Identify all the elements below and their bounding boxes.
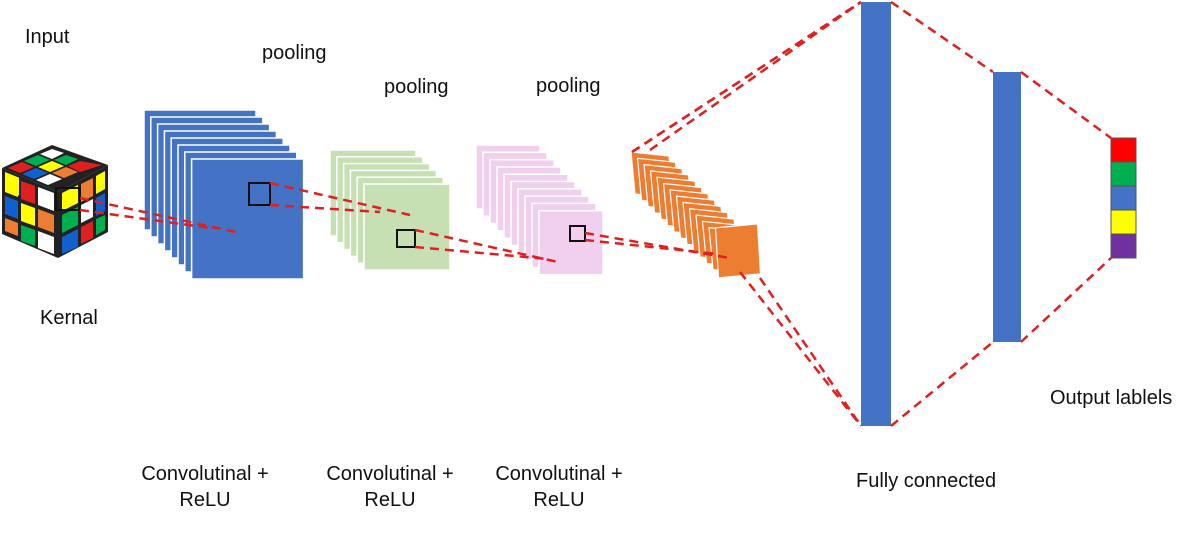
- conv-1-feature-maps: [143, 109, 305, 280]
- conv-relu-label-1-line1: Convolutinal +: [141, 463, 269, 485]
- connector-6: [414, 245, 549, 261]
- pooling-label-3: pooling: [536, 75, 601, 97]
- connector-2: [79, 208, 211, 230]
- connector-11: [649, 0, 862, 152]
- connector-10: [631, 0, 862, 154]
- conv-relu-label-2-line2: ReLU: [364, 489, 416, 511]
- fully-connected-label: Fully connected: [856, 470, 997, 492]
- connector-17: [1020, 257, 1112, 343]
- conv-relu-label-2-line1: Convolutinal +: [326, 463, 454, 485]
- connector-12: [758, 277, 863, 427]
- pool-1-map-6: [363, 183, 451, 271]
- connector-5: [414, 228, 559, 264]
- dashed-connectors: [79, 0, 1112, 427]
- kernel-label: Kernal: [40, 307, 98, 329]
- conv-relu-label-1: Convolutinal + ReLU: [120, 461, 290, 513]
- output-cell-blue: [1110, 185, 1137, 211]
- output-cell-red: [1110, 137, 1137, 163]
- conv-relu-label-3-line1: Convolutinal +: [495, 463, 623, 485]
- conv-1-kernel-square: [248, 182, 271, 206]
- conv-relu-label-1-line2: ReLU: [179, 489, 231, 511]
- conv-relu-label-3: Convolutinal + ReLU: [474, 461, 644, 513]
- pool-1-kernel-square: [396, 229, 416, 248]
- pooling-label-2: pooling: [384, 76, 449, 98]
- fully-connected-layer-2: [993, 72, 1021, 342]
- connector-8: [584, 238, 719, 256]
- connector-13: [739, 271, 862, 427]
- pool-1-feature-maps: [329, 149, 451, 271]
- output-labels-label: Output lablels: [1050, 387, 1173, 409]
- connector-3: [269, 181, 411, 217]
- flattened-feature-maps: [630, 151, 762, 279]
- orange-map-14: [714, 223, 762, 279]
- fully-connected-layer-1: [861, 2, 891, 426]
- connector-4: [269, 203, 381, 214]
- cube-left-face: [5, 172, 54, 254]
- connector-1: [79, 196, 241, 235]
- output-cell-green: [1110, 161, 1137, 187]
- conv-relu-label-2: Convolutinal + ReLU: [305, 461, 475, 513]
- conv-1-map-8: [190, 158, 305, 280]
- connector-14: [890, 0, 994, 74]
- pooling-label-1: pooling: [262, 42, 327, 64]
- output-labels-bar: [1110, 137, 1137, 259]
- output-cell-yellow: [1110, 209, 1137, 235]
- input-label: Input: [25, 26, 70, 48]
- conv-3-map-10: [538, 209, 604, 276]
- conv-relu-label-3-line2: ReLU: [533, 489, 585, 511]
- cube-top-face: [8, 149, 102, 185]
- output-cell-purple: [1110, 233, 1137, 259]
- rubiks-cube-input-icon: [2, 145, 108, 258]
- connector-15: [890, 341, 994, 427]
- connector-16: [1020, 70, 1112, 140]
